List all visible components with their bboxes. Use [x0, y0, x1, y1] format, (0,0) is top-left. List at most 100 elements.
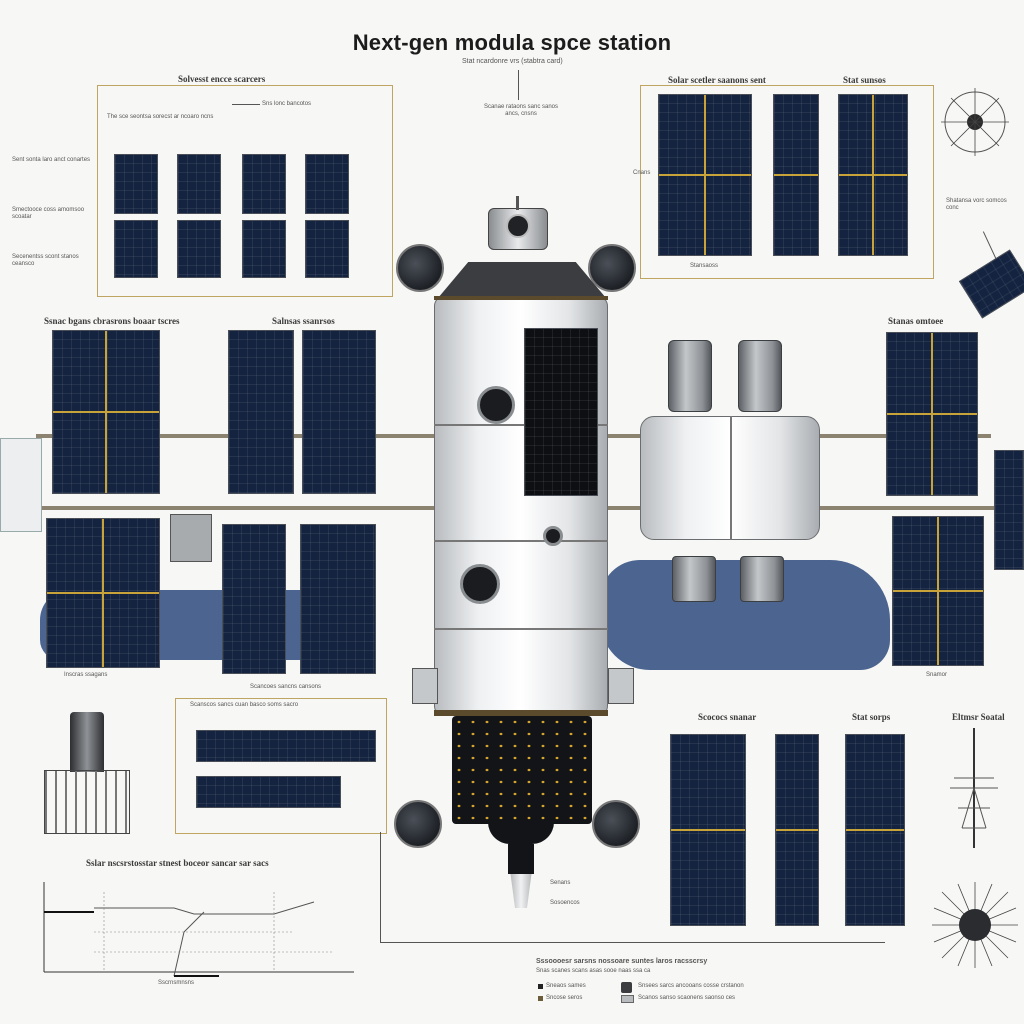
- lattice-mast-icon: [950, 728, 998, 848]
- propellant-tank: [738, 340, 782, 412]
- legend-swatch: [538, 984, 543, 989]
- subtitle: Stat ncardonre vrs (stabtra card): [462, 58, 563, 65]
- hull-ring: [434, 296, 608, 300]
- solar-panel: [305, 220, 349, 278]
- solar-panel: [300, 524, 376, 674]
- solar-panel: [305, 154, 349, 214]
- leader-line: [518, 70, 519, 100]
- propellant-tank: [668, 340, 712, 412]
- upper-array-box-label: Stat sunsos: [843, 75, 886, 85]
- equipment-box: [412, 668, 438, 704]
- solar-panel: [228, 330, 294, 494]
- tower-cylinder: [70, 712, 104, 772]
- left-note-3: Secenentss scont stanos ceansco: [12, 254, 79, 267]
- solar-panel: [114, 220, 158, 278]
- solar-panel: [242, 220, 286, 278]
- legend-item-1: Sneaos sames: [546, 983, 586, 989]
- radial-antenna-icon: [941, 88, 1009, 156]
- thruster-tank: [740, 556, 784, 602]
- right-note: Shatansa vorc somcos conc: [946, 198, 1007, 211]
- equipment-box: [170, 514, 212, 562]
- antenna-dish-icon: [588, 244, 636, 292]
- service-module: [452, 716, 592, 824]
- lower-array-box-title: Scanscos sancs cuan basco soms sacro: [190, 702, 299, 708]
- lower-right-title: Scococs snanar: [698, 712, 757, 722]
- antenna-mast: [516, 196, 519, 210]
- legend-item-4: Scanos sanso scaonens saonso ces: [638, 995, 736, 1001]
- solar-array-box-title: Solvesst encce scarcers: [178, 74, 266, 84]
- upper-array-caption: Stansaoss: [690, 263, 719, 269]
- solar-panel: [242, 154, 286, 214]
- mid-left-title: Ssnac bgans cbrasrons boaar tscres: [44, 316, 180, 326]
- solar-strip: [196, 776, 341, 808]
- upper-array-box: [640, 85, 934, 279]
- legend-swatch: [621, 995, 634, 1003]
- antenna-dish-icon: [592, 800, 640, 848]
- starburst-icon: [932, 882, 1018, 968]
- upper-array-box-title: Solar scetler saanons sent: [668, 75, 766, 85]
- legend-title: Sssoooesr sarsns nossoare suntes laros r…: [536, 958, 708, 965]
- docking-port-icon: [543, 526, 563, 546]
- hull-seam: [730, 416, 732, 540]
- legend-item-2: Sncose seros: [546, 995, 583, 1001]
- station-roof: [438, 262, 606, 298]
- solar-panel: [773, 94, 819, 256]
- solar-panel: [52, 330, 160, 494]
- solar-array-box-note: Sns lonc bancotos: [262, 101, 312, 107]
- leader-line: [232, 104, 260, 105]
- thruster-tank: [672, 556, 716, 602]
- solar-panel: [302, 330, 376, 494]
- page-title: Next-gen modula spce station: [352, 30, 672, 55]
- timeline-graph: [43, 882, 354, 977]
- solar-panel: [994, 450, 1024, 570]
- bottom-left-panel-label: Inscras ssagans: [64, 672, 108, 678]
- solar-panel: [658, 94, 752, 256]
- solar-panel: [886, 332, 978, 496]
- adapter-cone: [488, 822, 554, 844]
- docking-port-icon: [460, 564, 500, 604]
- lower-right-title-2: Stat sorps: [852, 712, 891, 722]
- graph-title: Sslar nscsrstosstar stnest boceor sancar…: [86, 858, 269, 868]
- legend-swatch: [621, 982, 632, 993]
- solar-array-box-desc: The sce seontsa sorecst ar ncoaro ncns: [107, 114, 214, 120]
- graph-bottom-label: Sscrnsmnsns: [158, 980, 195, 986]
- leader-line: [380, 832, 381, 942]
- camera-icon: [506, 214, 530, 238]
- radiator-panel: [0, 438, 42, 532]
- hull-seam: [434, 628, 608, 630]
- legend-item-3: Snsees sarcs ancooans cosse crstanon: [638, 983, 744, 989]
- equipment-box: [608, 668, 634, 704]
- legend-swatch: [538, 996, 543, 1001]
- antenna-dish-icon: [396, 244, 444, 292]
- window-panel: [524, 328, 598, 496]
- far-right-title: Eltmsr Soatal: [952, 712, 1005, 722]
- center-callout: Scanae rataons sanc sanos ancs, cnsns: [483, 104, 559, 117]
- hull-ring: [434, 710, 608, 716]
- solar-panel: [775, 734, 819, 926]
- docking-probe: [508, 844, 534, 874]
- solar-panel: [177, 154, 221, 214]
- solar-array-detail-box: [97, 85, 393, 297]
- dock-label-2: Sosoencos: [550, 900, 580, 906]
- hull-seam: [434, 424, 608, 426]
- docking-port-icon: [477, 386, 515, 424]
- upper-array-side-label: Cnans: [633, 170, 651, 176]
- nozzle: [510, 874, 532, 908]
- solar-panel: [222, 524, 286, 674]
- solar-panel: [838, 94, 908, 256]
- solar-panel: [892, 516, 984, 666]
- legend-subtitle: Snas scanes scans asas sooe naas ssa ca: [536, 968, 651, 974]
- hull-seam: [434, 540, 608, 542]
- lower-array-box: [175, 698, 387, 834]
- leader-line: [380, 942, 885, 943]
- bottom-center-panel-label: Scancoes sancns cansons: [250, 684, 322, 690]
- tower-frame: [44, 770, 130, 834]
- solar-strip: [196, 730, 376, 762]
- solar-panel: [670, 734, 746, 926]
- solar-panel: [46, 518, 160, 668]
- mid-center-title: Salnsas ssanrsos: [272, 316, 335, 326]
- solar-panel: [177, 220, 221, 278]
- solar-panel: [114, 154, 158, 214]
- dock-label-1: Senans: [550, 880, 571, 886]
- antenna-dish-icon: [394, 800, 442, 848]
